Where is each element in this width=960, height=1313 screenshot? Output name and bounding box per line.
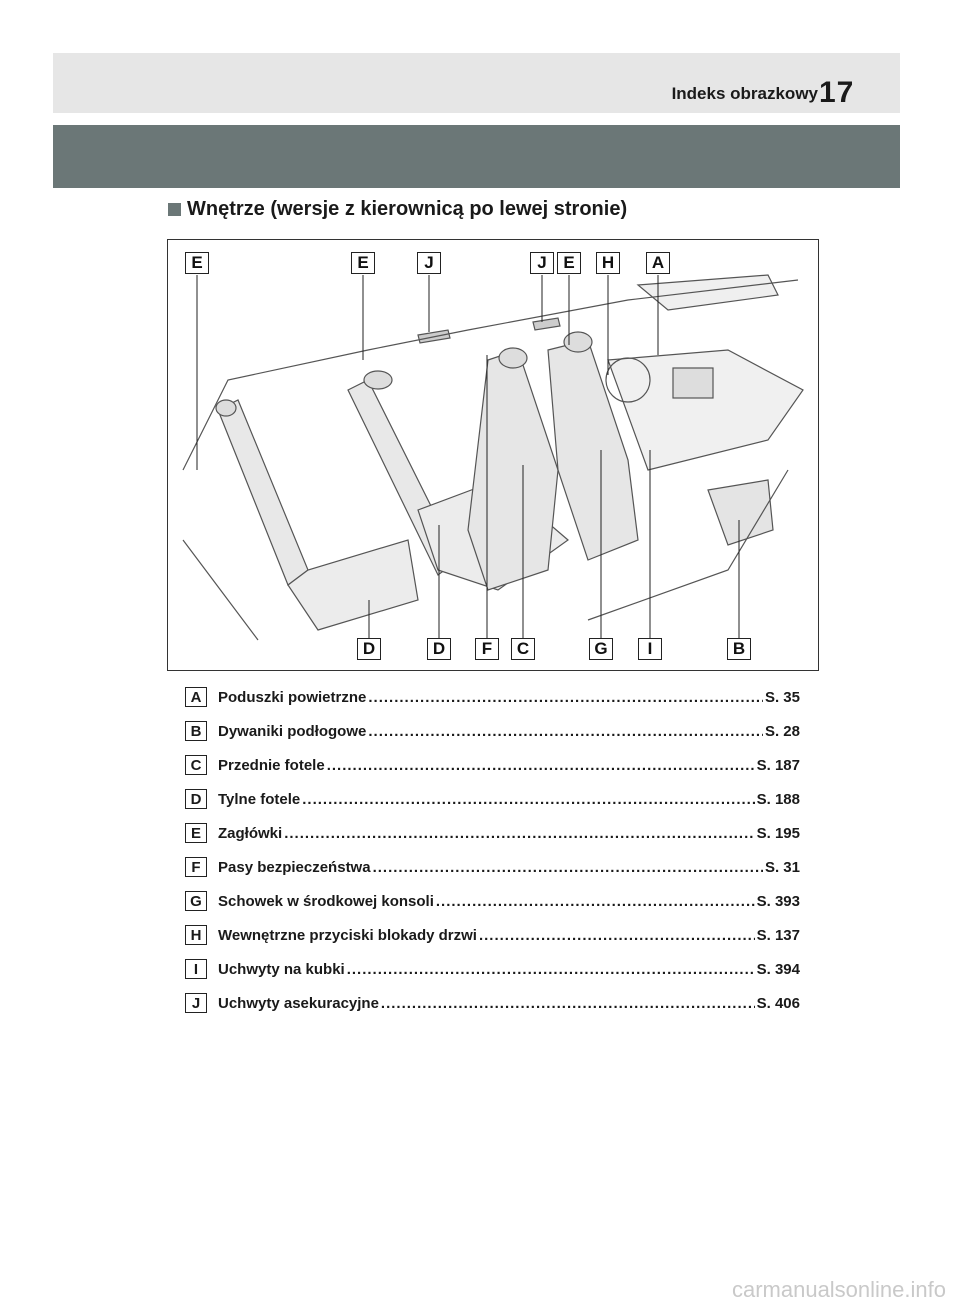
center-screen (672, 367, 714, 399)
item-key: J (185, 993, 207, 1013)
item-key: D (185, 789, 207, 809)
diagram-label-top-7: A (646, 252, 670, 274)
page-ref-link[interactable]: S. 187 (756, 756, 800, 774)
diagram-label-top-3: J (417, 252, 441, 274)
item-key: B (185, 721, 207, 741)
headrest-rear-2 (363, 370, 393, 390)
interior-illustration: E E J J E H A D D F C G I B (167, 239, 819, 671)
watermark: carmanualsonline.info (731, 1277, 946, 1302)
page-ref-link[interactable]: S. 35 (764, 688, 800, 706)
diagram-label-bottom-3: F (475, 638, 499, 660)
grab-handle-front (532, 317, 561, 331)
rear-seat-cushion (287, 539, 419, 631)
page-ref-link[interactable]: S. 406 (756, 994, 800, 1012)
item-label: Uchwyty na kubki (218, 960, 345, 978)
item-label: Przednie fotele (218, 756, 325, 774)
item-key: C (185, 755, 207, 775)
diagram-label-top-5: E (557, 252, 581, 274)
headrest-front-1 (498, 347, 528, 369)
dot-leader (479, 927, 755, 944)
headrest-front-2 (563, 331, 593, 353)
diagram-label-bottom-2: D (427, 638, 451, 660)
section-title-text: Wnętrze (wersje z kierownicą po lewej st… (187, 198, 628, 220)
diagram-label-top-1: E (185, 252, 209, 274)
page-ref-link[interactable]: S. 393 (756, 892, 800, 910)
index-item: E Zagłówki S. 195 (185, 822, 800, 844)
section-title: Wnętrze (wersje z kierownicą po lewej st… (168, 198, 627, 221)
dot-leader (436, 893, 755, 910)
diagram-label-bottom-6: I (638, 638, 662, 660)
item-label: Dywaniki podłogowe (218, 722, 367, 740)
header-bar (53, 53, 900, 113)
item-key: A (185, 687, 207, 707)
item-label: Wewnętrzne przyciski blokady drzwi (218, 926, 477, 944)
item-label: Poduszki powietrzne (218, 688, 367, 706)
item-key: H (185, 925, 207, 945)
page-number: 17 (819, 76, 855, 109)
diagram-label-top-4: J (530, 252, 554, 274)
index-item: B Dywaniki podłogowe S. 28 (185, 720, 800, 742)
diagram-label-bottom-7: B (727, 638, 751, 660)
dot-leader (284, 825, 754, 842)
item-key: E (185, 823, 207, 843)
diagram-label-bottom-1: D (357, 638, 381, 660)
item-label: Tylne fotele (218, 790, 301, 808)
page-ref-link[interactable]: S. 195 (756, 824, 800, 842)
item-key: G (185, 891, 207, 911)
item-label: Uchwyty asekuracyjne (218, 994, 379, 1012)
floor-mat (707, 479, 774, 546)
index-item: D Tylne fotele S. 188 (185, 788, 800, 810)
header-title: Indeks obrazkowy (671, 84, 818, 103)
dot-leader (327, 757, 755, 774)
dot-leader (368, 689, 763, 706)
page-ref-link[interactable]: S. 188 (756, 790, 800, 808)
diagram-label-bottom-4: C (511, 638, 535, 660)
steering-wheel (605, 357, 651, 403)
item-label: Zagłówki (218, 824, 283, 842)
diagram-label-top-6: H (596, 252, 620, 274)
dot-leader (347, 961, 755, 978)
index-item: A Poduszki powietrzne S. 35 (185, 686, 800, 708)
item-key: F (185, 857, 207, 877)
page-ref-link[interactable]: S. 394 (756, 960, 800, 978)
square-bullet-icon (168, 203, 181, 216)
front-seat-left (467, 349, 559, 591)
index-item: H Wewnętrzne przyciski blokady drzwi S. … (185, 924, 800, 946)
item-key: I (185, 959, 207, 979)
diagram-label-top-2: E (351, 252, 375, 274)
index-item: G Schowek w środkowej konsoli S. 393 (185, 890, 800, 912)
dot-leader (381, 995, 755, 1012)
item-label: Schowek w środkowej konsoli (218, 892, 434, 910)
dot-leader (373, 859, 763, 876)
headrest-rear-1 (215, 399, 237, 417)
section-band (53, 125, 900, 188)
rear-seat-back (217, 399, 309, 586)
index-item: F Pasy bezpieczeństwa S. 31 (185, 856, 800, 878)
index-item: J Uchwyty asekuracyjne S. 406 (185, 992, 800, 1014)
index-item: I Uchwyty na kubki S. 394 (185, 958, 800, 980)
sun-visor (636, 274, 779, 311)
dot-leader (302, 791, 754, 808)
dot-leader (368, 723, 763, 740)
page-ref-link[interactable]: S. 28 (764, 722, 800, 740)
index-item: C Przednie fotele S. 187 (185, 754, 800, 776)
car-body-outline (182, 279, 799, 641)
item-label: Pasy bezpieczeństwa (218, 858, 371, 876)
diagram-label-bottom-5: G (589, 638, 613, 660)
page-ref-link[interactable]: S. 137 (756, 926, 800, 944)
page-ref-link[interactable]: S. 31 (764, 858, 800, 876)
dashboard (607, 349, 804, 471)
car-interior-drawing (182, 274, 804, 641)
